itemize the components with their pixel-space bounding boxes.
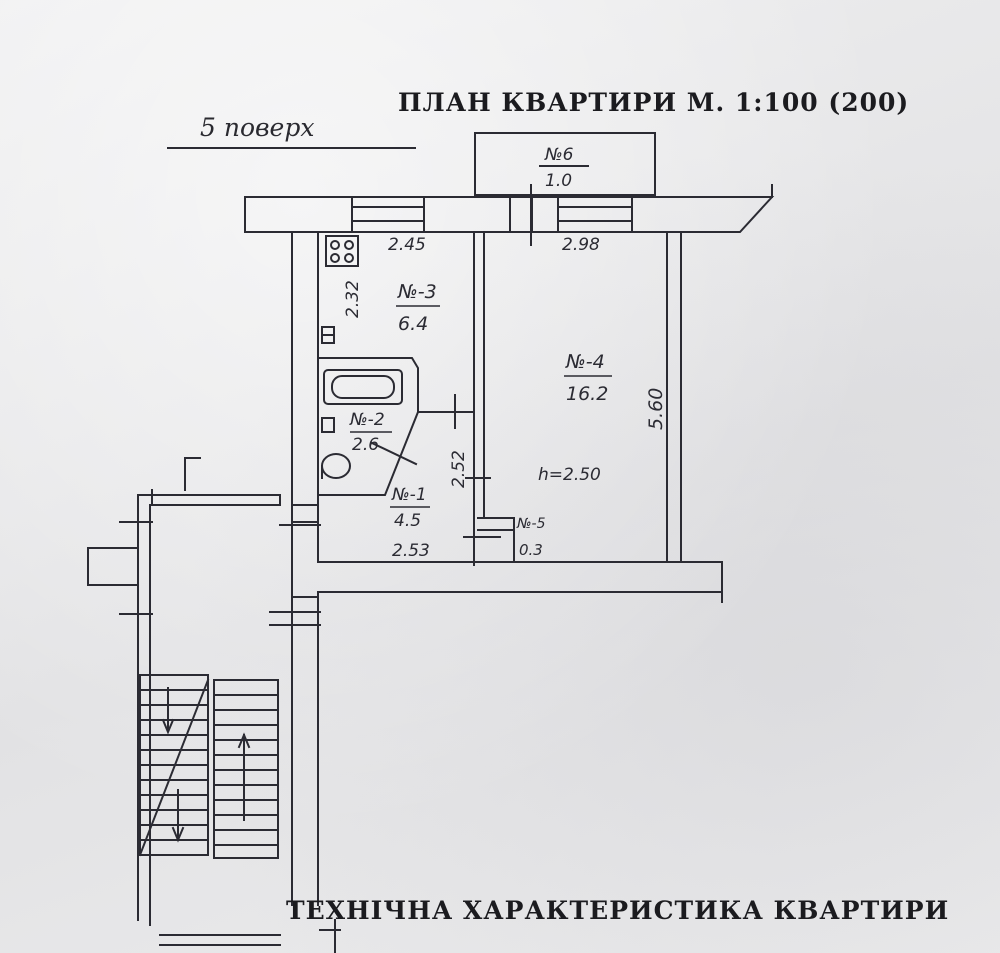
closet-walls: [477, 517, 515, 563]
stair-door: [269, 596, 321, 626]
dim-kitchen-width: 2.45: [388, 235, 426, 255]
right-exterior-wall: [666, 231, 682, 563]
room-area-bathroom: 2.6: [352, 435, 379, 455]
room-area-living: 16.2: [566, 383, 608, 405]
window-living: [557, 196, 633, 233]
dim-hall-width: 2.53: [392, 541, 430, 561]
page-title: ПЛАН КВАРТИРИ М. 1:100 (200): [398, 88, 910, 117]
section-title-technical: ТЕХНІЧНА ХАРАКТЕРИСТИКА КВАРТИРИ: [286, 896, 950, 925]
balcony-door: [509, 184, 533, 246]
room-code-balcony: №6: [544, 145, 574, 165]
hall-partition: [417, 394, 475, 429]
ceiling-height-label: h=2.50: [538, 465, 601, 485]
room-area-hall: 4.5: [394, 511, 421, 531]
sink-icon: [321, 326, 335, 344]
top-exterior-wall: [244, 196, 775, 233]
partition-wall-kitchen-living: [473, 231, 485, 566]
stairwell-top: [151, 457, 281, 506]
floor-label: 5 поверх: [200, 113, 315, 142]
room-code-bathroom: №-2: [349, 410, 385, 430]
stair-flight-right: [213, 679, 279, 859]
washbasin-icon: [321, 417, 335, 433]
left-interior-wall: [291, 231, 319, 906]
dim-kitchen-depth: 2.32: [343, 280, 363, 318]
room-area-balcony: 1.0: [545, 171, 572, 191]
window-kitchen: [351, 196, 425, 233]
entrance-door: [279, 504, 321, 526]
stair-break-line: [138, 678, 210, 857]
room-area-closet: 0.3: [519, 541, 543, 559]
dim-living-depth: 5.60: [645, 388, 667, 430]
bathtub-icon: [323, 369, 403, 405]
stairwell-left-notch: [87, 521, 153, 615]
toilet-icon: [321, 453, 351, 479]
room-code-hall: №-1: [391, 485, 427, 505]
room-code-kitchen: №-3: [397, 281, 437, 303]
bathroom-door-mark: [370, 441, 418, 466]
stair-arrow-down-icon: [161, 687, 185, 843]
dim-living-width: 2.98: [562, 235, 600, 255]
stair-arrow-up-icon: [237, 732, 251, 821]
stairwell-bottom: [159, 919, 341, 953]
bottom-apartment-wall: [317, 561, 723, 906]
stove-icon: [325, 235, 359, 267]
bathroom-walls: [317, 357, 419, 496]
room-area-kitchen: 6.4: [398, 313, 428, 335]
room-code-living: №-4: [565, 351, 605, 373]
balcony-outline: [474, 132, 656, 196]
room-code-closet: №-5: [516, 516, 546, 532]
dim-hall-depth: 2.52: [449, 450, 469, 488]
stairwell-walls: [137, 489, 281, 926]
